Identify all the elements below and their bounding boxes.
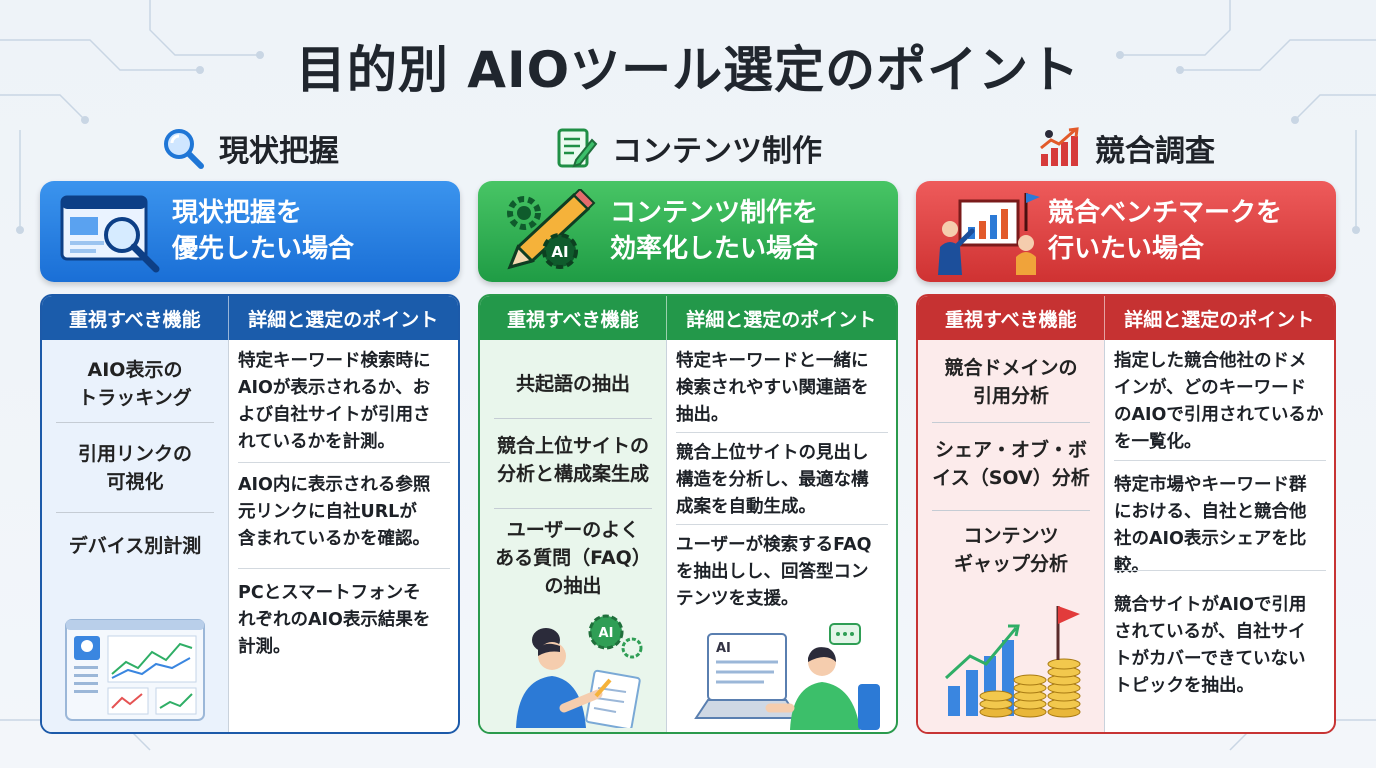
header-detail: 詳細と選定のポイント bbox=[1124, 308, 1315, 331]
divider bbox=[494, 418, 652, 419]
category-banner: AI コンテンツ制作を 効率化したい場合 bbox=[478, 181, 898, 282]
browser-search-icon bbox=[60, 195, 160, 273]
comparison-table: 重視すべき機能 詳細と選定のポイント AIO表示のトラッキング 引用リンクの可視… bbox=[40, 294, 460, 734]
header-feature: 重視すべき機能 bbox=[918, 296, 1105, 340]
column-current-status: 現状把握 現状把握を 優先したい場合 重視すべき機能 詳細と選定のポイント AI… bbox=[40, 120, 460, 735]
divider bbox=[932, 422, 1090, 423]
divider bbox=[1114, 460, 1326, 461]
header-feature: 重視すべき機能 bbox=[42, 296, 229, 340]
banner-title: 競合ベンチマークを 行いたい場合 bbox=[1048, 198, 1283, 264]
feature-column: 競合ドメインの引用分析 シェア・オブ・ボイス（SOV）分析 コンテンツギャップ分… bbox=[918, 340, 1105, 732]
header-detail: 詳細と選定のポイント bbox=[686, 308, 877, 331]
divider bbox=[494, 508, 652, 509]
divider bbox=[238, 568, 450, 569]
document-pen-icon bbox=[557, 128, 598, 168]
category-label: 現状把握 bbox=[219, 134, 339, 169]
category-label: コンテンツ制作 bbox=[612, 134, 822, 169]
magnifier-icon bbox=[164, 129, 204, 169]
feature-item: 競合上位サイトの分析と構成案生成 bbox=[496, 435, 649, 485]
detail-item: PCとスマートフォンそれぞれのAIO表示結果を 計測。 bbox=[238, 583, 431, 657]
detail-item: 特定キーワードと一緒に検索されやすい関連語を 抽出。 bbox=[676, 351, 869, 425]
detail-item: AIO内に表示される参照元リンクに自社URLが 含まれているかを確認。 bbox=[238, 475, 431, 549]
comparison-table: 重視すべき機能 詳細と選定のポイント 共起語の抽出 競合上位サイトの分析と構成案… bbox=[478, 294, 898, 734]
pencil-gear-ai-icon: AI bbox=[507, 189, 596, 270]
detail-item: 指定した競合他社のドメインが、どのキーワード のAIOで引用されているかを一覧化… bbox=[1114, 351, 1324, 452]
people-presentation-icon bbox=[938, 193, 1040, 275]
header-feature: 重視すべき機能 bbox=[480, 296, 667, 340]
category-banner: 現状把握を 優先したい場合 bbox=[40, 181, 460, 282]
banner-title: コンテンツ制作を 効率化したい場合 bbox=[610, 198, 819, 264]
feature-column: 共起語の抽出 競合上位サイトの分析と構成案生成 ユーザーのよくある質問（FAQ）… bbox=[480, 340, 667, 732]
category-header: コンテンツ制作 bbox=[478, 120, 898, 176]
divider bbox=[1114, 570, 1326, 571]
category-label: 競合調査 bbox=[1095, 134, 1215, 169]
column-content-creation: コンテンツ制作 AI コンテンツ制作を 効率化したい場合 重視すべき機能 詳細と… bbox=[478, 120, 898, 735]
coins-growth-flag-illustration bbox=[944, 606, 1081, 718]
table-header: 重視すべき機能 詳細と選定のポイント bbox=[480, 296, 896, 340]
category-header: 現状把握 bbox=[40, 120, 460, 176]
detail-item: 特定市場やキーワード群における、自社と競合他 社のAIO表示シェアを比較。 bbox=[1114, 475, 1307, 576]
feature-item: コンテンツギャップ分析 bbox=[953, 525, 1068, 575]
divider bbox=[676, 432, 888, 433]
feature-item: デバイス別計測 bbox=[68, 535, 202, 557]
comparison-table: 重視すべき機能 詳細と選定のポイント 競合ドメインの引用分析 シェア・オブ・ボイ… bbox=[916, 294, 1336, 734]
banner-title: 現状把握を 優先したい場合 bbox=[172, 198, 355, 264]
svg-text:AI: AI bbox=[716, 641, 731, 656]
bar-chart-trend-icon bbox=[1040, 127, 1079, 166]
header-detail: 詳細と選定のポイント bbox=[248, 308, 439, 331]
svg-text:AI: AI bbox=[599, 626, 614, 641]
divider bbox=[238, 462, 450, 463]
table-header: 重視すべき機能 詳細と選定のポイント bbox=[918, 296, 1334, 340]
divider bbox=[56, 512, 214, 513]
category-header: 競合調査 bbox=[916, 120, 1336, 176]
table-header: 重視すべき機能 詳細と選定のポイント bbox=[42, 296, 458, 340]
detail-item: 競合上位サイトの見出し構造を分析し、最適な構 成案を自動生成。 bbox=[676, 443, 869, 517]
divider bbox=[676, 524, 888, 525]
column-competitor-research: 競合調査 競合ベンチマークを 行いたい場合 重視すべき機能 詳細と選定のポイント bbox=[916, 120, 1336, 735]
dashboard-chart-illustration bbox=[65, 619, 205, 721]
feature-item: AIO表示のトラッキング bbox=[78, 359, 192, 409]
person-writing-ai-illustration: AI bbox=[516, 614, 643, 728]
divider bbox=[56, 422, 214, 423]
person-laptop-ai-illustration: AI bbox=[694, 623, 880, 730]
feature-item: 共起語の抽出 bbox=[515, 373, 630, 395]
feature-item: 引用リンクの可視化 bbox=[77, 443, 192, 493]
divider bbox=[932, 510, 1090, 511]
category-banner: 競合ベンチマークを 行いたい場合 bbox=[916, 181, 1336, 282]
page-title: 目的別 AIOツール選定のポイント bbox=[295, 41, 1081, 99]
detail-item: 競合サイトがAIOで引用されているが、自社サイ トがカバーできていないトピックを… bbox=[1114, 595, 1307, 696]
feature-column: AIO表示のトラッキング 引用リンクの可視化 デバイス別計測 bbox=[42, 340, 229, 732]
feature-item: ユーザーのよくある質問（FAQ） の抽出 bbox=[495, 519, 651, 597]
feature-item: 競合ドメインの引用分析 bbox=[944, 357, 1078, 407]
feature-item: シェア・オブ・ボイス（SOV）分析 bbox=[932, 439, 1090, 489]
svg-text:AI: AI bbox=[551, 243, 568, 261]
